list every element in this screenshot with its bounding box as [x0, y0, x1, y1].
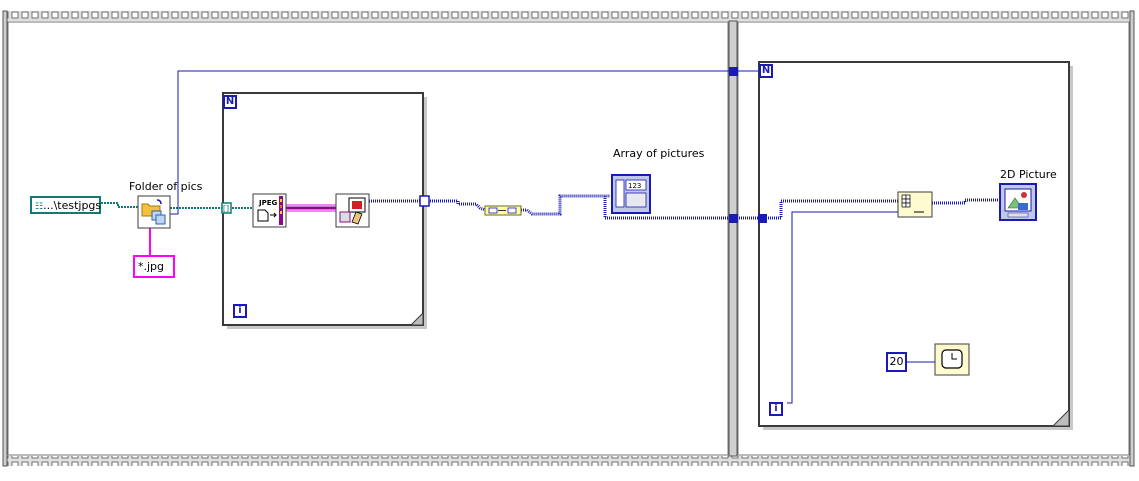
path-icon: ☷: [35, 202, 44, 212]
wait-ms-constant[interactable]: 20: [886, 352, 907, 372]
wires: [101, 70, 1000, 404]
draw-flattened-pixmap-icon[interactable]: [335, 193, 370, 228]
wait-ms-icon[interactable]: [934, 343, 970, 376]
loop2-input-tunnel: [758, 214, 767, 223]
array-of-pictures-label: Array of pictures: [613, 147, 705, 160]
svg-text:JPEG: JPEG: [258, 199, 278, 207]
loop1-output-tunnel: [419, 195, 430, 207]
wire-folder-path: [101, 202, 138, 208]
flat-sequence-structure[interactable]: [2, 10, 1135, 467]
file-pattern-constant[interactable]: *.jpg: [133, 255, 175, 278]
sequence-tunnel-count: [729, 67, 738, 76]
loop2-count-terminal[interactable]: N: [759, 64, 773, 78]
loop1-count-terminal[interactable]: N: [223, 95, 237, 109]
svg-text:[]: []: [223, 204, 229, 213]
sequence-frame-divider: [728, 20, 738, 457]
svg-text:123: 123: [628, 182, 641, 190]
folder-path-constant[interactable]: ☷...\testjpgs: [30, 196, 101, 214]
folder-list-icon[interactable]: [137, 195, 171, 229]
tunnels: []: [221, 67, 767, 223]
for-loop-display-images[interactable]: [758, 61, 1073, 430]
concatenate-icon[interactable]: [484, 205, 522, 216]
loop1-iteration-terminal: i: [233, 304, 247, 318]
folder-of-pics-label: Folder of pics: [129, 180, 203, 193]
2d-picture-indicator-icon[interactable]: [999, 183, 1037, 221]
sequence-tunnel-array: [729, 214, 738, 223]
picture-array-indicator-icon[interactable]: 123: [611, 174, 651, 214]
read-jpeg-file-icon[interactable]: JPEG: [252, 193, 287, 228]
loop2-iteration-terminal: i: [769, 402, 783, 416]
wire-folder-count: [170, 70, 759, 215]
2d-picture-label: 2D Picture: [1000, 168, 1057, 181]
loop1-input-tunnel: [221, 202, 232, 214]
index-array-icon[interactable]: [897, 191, 933, 218]
